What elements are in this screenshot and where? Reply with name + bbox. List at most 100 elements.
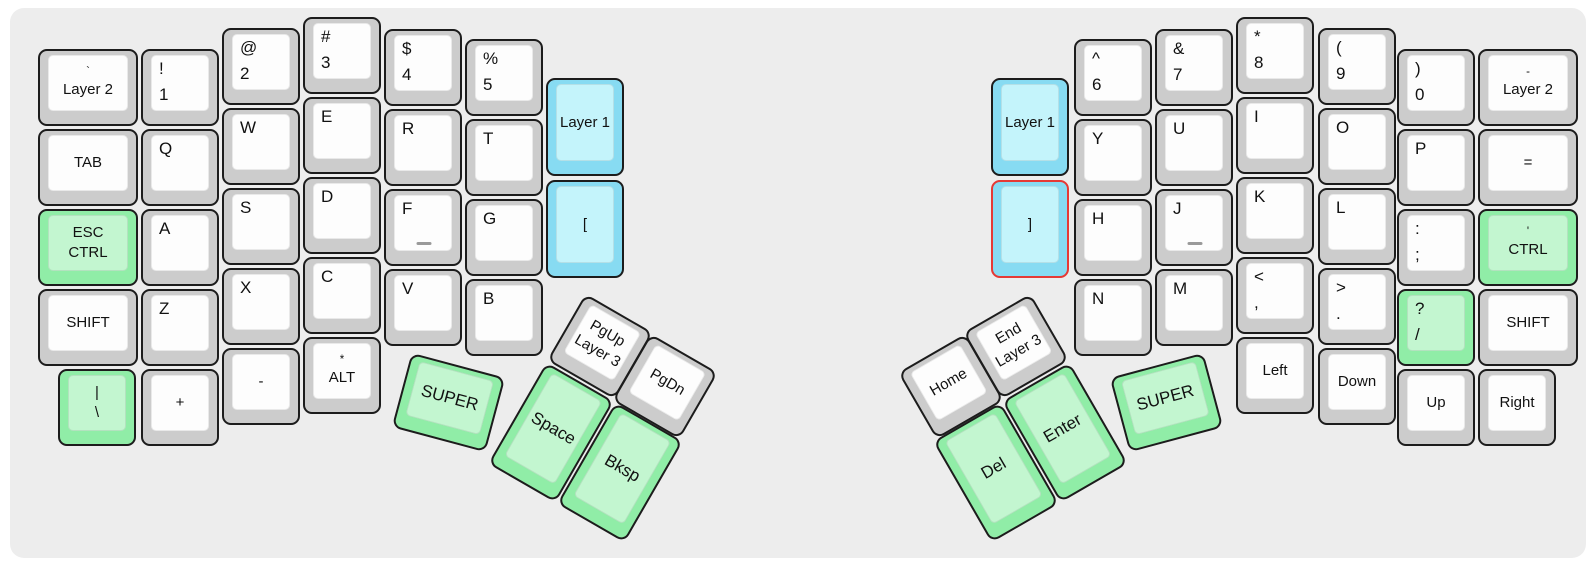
key-layer2-right[interactable]: -Layer 2	[1478, 49, 1578, 126]
key-u[interactable]: U	[1155, 109, 1233, 186]
key-y[interactable]: Y	[1074, 119, 1152, 196]
keycap-face: Left	[1246, 343, 1304, 399]
key-layer1-left[interactable]: Layer 1	[546, 78, 624, 176]
key-legend: D	[321, 187, 334, 206]
keycap-face: >.	[1328, 274, 1386, 330]
key-legend: /	[1415, 324, 1420, 344]
key-layer2-left[interactable]: `Layer 2	[38, 49, 138, 126]
keycap-face: K	[1246, 183, 1304, 239]
key-minus[interactable]: -	[222, 348, 300, 425]
key-r[interactable]: R	[384, 109, 462, 186]
keycap-face: V	[394, 275, 452, 331]
key-w[interactable]: W	[222, 108, 300, 185]
key-legend: ,	[1254, 292, 1259, 312]
key-legend: N	[1092, 289, 1105, 308]
key-right-arrow[interactable]: Right	[1478, 369, 1556, 446]
key-legend: C	[321, 267, 334, 286]
key-x[interactable]: X	[222, 268, 300, 345]
key-g[interactable]: G	[465, 199, 543, 276]
key-tab[interactable]: TAB	[38, 129, 138, 206]
key-6[interactable]: ^6	[1074, 39, 1152, 116]
key-legend: 9	[1336, 63, 1346, 83]
key-m[interactable]: M	[1155, 269, 1233, 346]
key-t[interactable]: T	[465, 119, 543, 196]
key-4[interactable]: $4	[384, 29, 462, 106]
key-8[interactable]: *8	[1236, 17, 1314, 94]
key-7[interactable]: &7	[1155, 29, 1233, 106]
key-2[interactable]: @2	[222, 28, 300, 105]
key-legend: U	[1173, 119, 1186, 138]
key-super-left[interactable]: SUPER	[391, 352, 506, 453]
key-period[interactable]: >.	[1318, 268, 1396, 345]
key-0[interactable]: )0	[1397, 49, 1475, 126]
key-d[interactable]: D	[303, 177, 381, 254]
key-j[interactable]: J	[1155, 189, 1233, 266]
key-shift-left[interactable]: SHIFT	[38, 289, 138, 366]
key-legend: !	[159, 59, 164, 78]
key-layer1-right[interactable]: Layer 1	[991, 78, 1069, 176]
key-legend: Space	[527, 407, 580, 449]
keycap-face: Right	[1488, 375, 1546, 431]
key-plus[interactable]: +	[141, 369, 219, 446]
key-legend: 2	[240, 63, 250, 83]
key-legend: Left	[1262, 362, 1288, 379]
key-n[interactable]: N	[1074, 279, 1152, 356]
key-e[interactable]: E	[303, 97, 381, 174]
key-legend: TAB	[73, 154, 103, 171]
key-legend: Del	[977, 453, 1010, 483]
key-legend: F	[402, 199, 413, 218]
key-legend: K	[1254, 187, 1266, 206]
key-f[interactable]: F	[384, 189, 462, 266]
key-legend: Up	[1426, 394, 1446, 411]
key-s[interactable]: S	[222, 188, 300, 265]
key-alt[interactable]: *ALT	[303, 337, 381, 414]
keycap-face: O	[1328, 114, 1386, 170]
key-q[interactable]: Q	[141, 129, 219, 206]
keycap-face: -Layer 2	[1488, 55, 1568, 111]
key-v[interactable]: V	[384, 269, 462, 346]
key-pipe-backslash[interactable]: |\	[58, 369, 136, 446]
key-z[interactable]: Z	[141, 289, 219, 366]
key-shift-right[interactable]: SHIFT	[1478, 289, 1578, 366]
key-super-right[interactable]: SUPER	[1109, 352, 1224, 453]
key-slash[interactable]: ?/	[1397, 289, 1475, 366]
key-quote-ctrl[interactable]: 'CTRL	[1478, 209, 1578, 286]
key-h[interactable]: H	[1074, 199, 1152, 276]
key-i[interactable]: I	[1236, 97, 1314, 174]
key-equals[interactable]: =	[1478, 129, 1578, 206]
key-up-arrow[interactable]: Up	[1397, 369, 1475, 446]
key-3[interactable]: #3	[303, 17, 381, 94]
key-b[interactable]: B	[465, 279, 543, 356]
key-legend: SUPER	[419, 380, 481, 415]
key-legend: Layer 1	[559, 113, 611, 131]
key-legend: Layer 2	[1502, 80, 1554, 98]
key-p[interactable]: P	[1397, 129, 1475, 206]
keycap-face: *8	[1246, 23, 1304, 79]
key-legend: Layer 1	[1004, 113, 1056, 131]
key-rbracket[interactable]: ]	[991, 180, 1069, 278]
keycap-face: A	[151, 215, 209, 271]
key-1[interactable]: !1	[141, 49, 219, 126]
keycap-face: 'CTRL	[1488, 215, 1568, 271]
key-legend: ?	[1415, 299, 1425, 318]
keycap-face: `Layer 2	[48, 55, 128, 111]
key-lbracket[interactable]: [	[546, 180, 624, 278]
key-legend: `	[86, 66, 90, 79]
key-comma[interactable]: <,	[1236, 257, 1314, 334]
keycap-face: [	[556, 186, 614, 263]
key-legend: G	[483, 209, 497, 228]
key-left-arrow[interactable]: Left	[1236, 337, 1314, 414]
key-a[interactable]: A	[141, 209, 219, 286]
key-l[interactable]: L	[1318, 188, 1396, 265]
key-semicolon[interactable]: :;	[1397, 209, 1475, 286]
key-k[interactable]: K	[1236, 177, 1314, 254]
key-down-arrow[interactable]: Down	[1318, 348, 1396, 425]
key-c[interactable]: C	[303, 257, 381, 334]
key-legend: \	[94, 404, 100, 421]
key-o[interactable]: O	[1318, 108, 1396, 185]
key-5[interactable]: %5	[465, 39, 543, 116]
key-9[interactable]: (9	[1318, 28, 1396, 105]
key-legend: ^	[1092, 49, 1100, 68]
